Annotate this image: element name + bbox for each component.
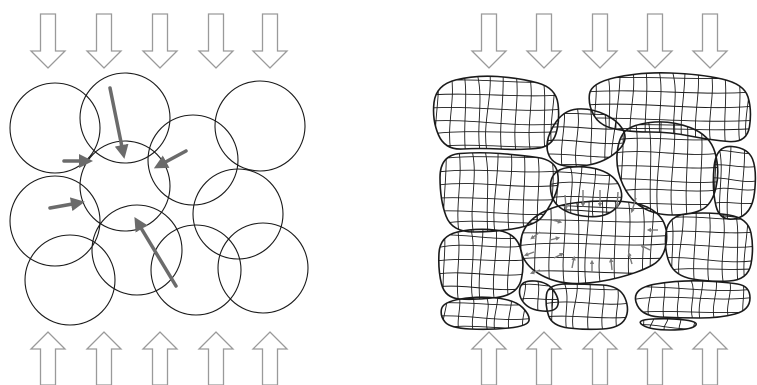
stress-arrow <box>611 260 612 270</box>
load-arrow <box>583 14 617 68</box>
load-arrow <box>638 332 672 385</box>
load-arrow <box>253 14 287 68</box>
deformed-grain <box>546 284 627 329</box>
right-bottom-load-arrows <box>472 332 727 385</box>
force-arrow <box>50 203 78 208</box>
left-bottom-load-arrows <box>31 332 287 385</box>
left-particle-circles <box>10 73 308 325</box>
load-arrow <box>583 332 617 385</box>
load-arrow <box>527 332 561 385</box>
load-arrow <box>87 332 121 385</box>
load-arrow <box>693 14 727 68</box>
load-arrow <box>693 332 727 385</box>
left-contact-force-arrows <box>50 88 186 286</box>
particle-circle <box>80 73 170 163</box>
force-arrow <box>160 151 186 165</box>
particle-circle <box>218 223 308 313</box>
stress-arrow <box>617 192 618 206</box>
particle-circle <box>193 169 283 259</box>
stress-arrow <box>572 258 574 268</box>
left-top-load-arrows <box>31 14 287 68</box>
grain-mesh <box>438 150 562 234</box>
particle-circle <box>92 205 182 295</box>
load-arrow <box>638 14 672 68</box>
deformed-grain <box>617 122 718 215</box>
deformed-grain <box>640 319 696 330</box>
deformed-grain <box>441 297 529 329</box>
particle-circle <box>25 235 115 325</box>
load-arrow <box>31 14 65 68</box>
particle-circle <box>10 176 100 266</box>
stress-arrow <box>565 195 566 208</box>
load-arrow <box>199 332 233 385</box>
right-stress-arrows <box>526 190 658 273</box>
left-panel-loose-particles <box>10 14 308 385</box>
particle-circle <box>215 81 305 171</box>
load-arrow <box>87 14 121 68</box>
right-top-load-arrows <box>472 14 727 68</box>
load-arrow <box>472 332 506 385</box>
load-arrow <box>253 332 287 385</box>
load-arrow <box>527 14 561 68</box>
load-arrow <box>199 14 233 68</box>
load-arrow <box>143 332 177 385</box>
load-arrow <box>31 332 65 385</box>
load-arrow <box>143 14 177 68</box>
stress-arrow <box>550 238 558 240</box>
stress-arrow <box>526 252 534 255</box>
grain-mesh <box>548 163 627 220</box>
load-arrow <box>472 14 506 68</box>
right-grain-outlines <box>434 73 756 330</box>
right-panel-compacted-grains <box>430 14 757 385</box>
